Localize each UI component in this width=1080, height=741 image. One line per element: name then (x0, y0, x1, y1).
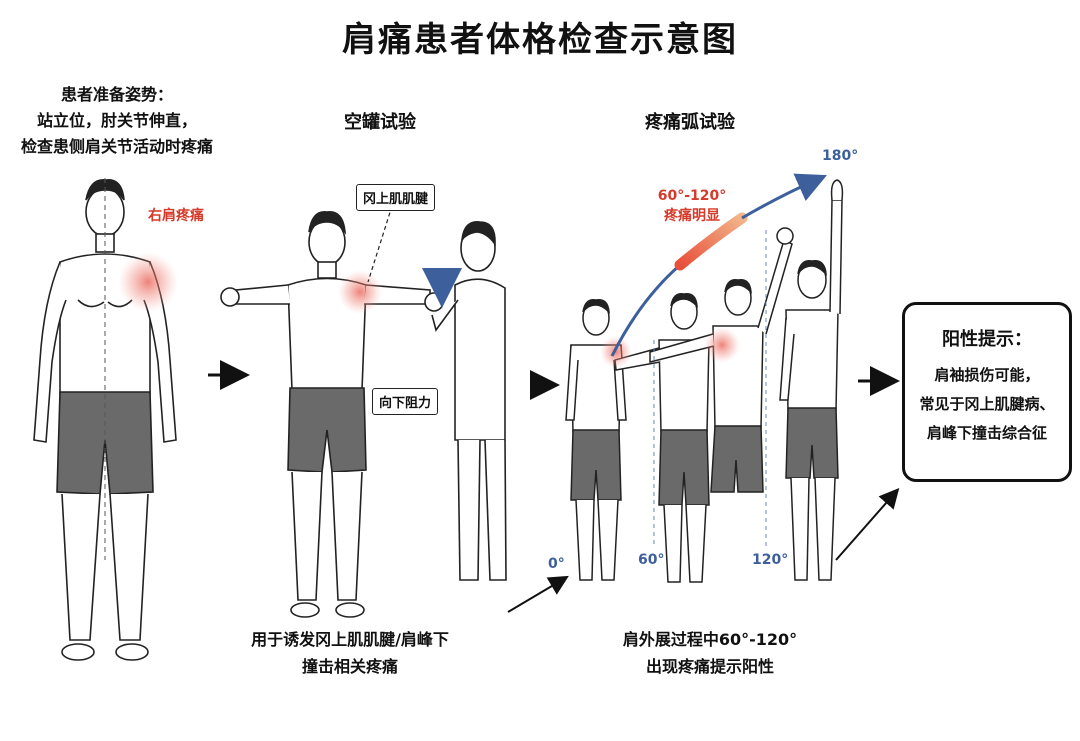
pain-range-line: 60°-120° (657, 188, 727, 204)
caption-line: 出现疼痛提示阳性 (645, 657, 774, 676)
caption-line: 撞击相关疼痛 (301, 657, 398, 676)
supraspinatus-tendon-callout: 冈上肌肌腱 (356, 184, 436, 211)
right-shoulder-pain-label: 右肩疼痛 (148, 208, 204, 224)
painful-arc-figures (565, 179, 844, 583)
angle-0-label: 0° (548, 556, 565, 572)
angle-180-label: 180° (822, 148, 859, 164)
examiner-figure (431, 221, 507, 581)
prep-line: 患者准备姿势： (60, 85, 173, 104)
caption-line: 肩外展过程中60°-120° (622, 630, 798, 649)
result-line: 常见于冈上肌腱病、 (919, 395, 1055, 413)
empty-can-heading: 空罐试验 (344, 112, 416, 133)
prep-instructions: 患者准备姿势： 站立位，肘关节伸直， 检查患侧肩关节活动时疼痛 (0, 82, 234, 160)
empty-can-caption: 用于诱发冈上肌肌腱/肩峰下 撞击相关疼痛 (200, 626, 500, 680)
angle-120-label: 120° (752, 552, 789, 568)
pain-range-label: 60°-120° 疼痛明显 (652, 186, 732, 226)
pain-range-line: 疼痛明显 (664, 208, 720, 224)
result-title: 阳性提示： (942, 329, 1032, 350)
caption-line: 用于诱发冈上肌肌腱/肩峰下 (251, 630, 449, 649)
painful-arc-caption: 肩外展过程中60°-120° 出现疼痛提示阳性 (580, 626, 840, 680)
result-line: 肩袖损伤可能， (934, 366, 1040, 384)
result-line: 肩峰下撞击综合征 (926, 424, 1047, 442)
downward-resistance-callout: 向下阻力 (372, 388, 439, 415)
prep-line: 检查患侧肩关节活动时疼痛 (20, 137, 213, 156)
angle-60-label: 60° (638, 552, 665, 568)
painful-arc-heading: 疼痛弧试验 (645, 112, 735, 133)
prep-line: 站立位，肘关节伸直， (36, 111, 197, 130)
page-title: 肩痛患者体格检查示意图 (342, 20, 738, 60)
positive-result-box: 阳性提示： 肩袖损伤可能， 常见于冈上肌腱病、 肩峰下撞击综合征 (902, 302, 1072, 482)
